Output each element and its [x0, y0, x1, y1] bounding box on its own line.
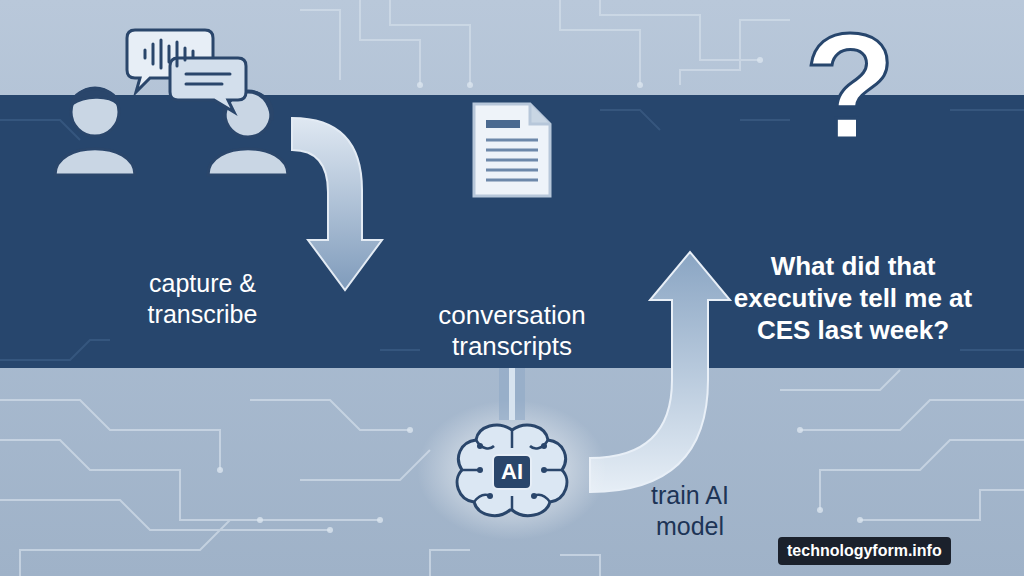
- node-label: AI: [501, 459, 523, 485]
- ai-brain-node: AI: [450, 420, 574, 524]
- node-label: conversation transcripts: [410, 300, 614, 368]
- step-label: capture & transcribe: [110, 268, 295, 330]
- document-node: conversation transcripts: [410, 100, 614, 368]
- people-icon: [55, 88, 288, 175]
- document-icon: [470, 100, 554, 200]
- speech-bubbles: [127, 30, 246, 112]
- ai-chip: AI: [492, 454, 532, 490]
- question-mark: ?: [775, 6, 925, 166]
- watermark-text: technologyform.info: [787, 541, 942, 561]
- question-text: What did that executive tell me at CES l…: [722, 250, 984, 346]
- watermark-box: technologyform.info: [778, 537, 951, 565]
- flow-arrow-up: [590, 252, 730, 492]
- transcript-beam: [512, 368, 513, 420]
- step-label: train AI model: [615, 480, 765, 542]
- flow-arrow-down: [292, 118, 382, 290]
- brain-glow: [417, 400, 607, 540]
